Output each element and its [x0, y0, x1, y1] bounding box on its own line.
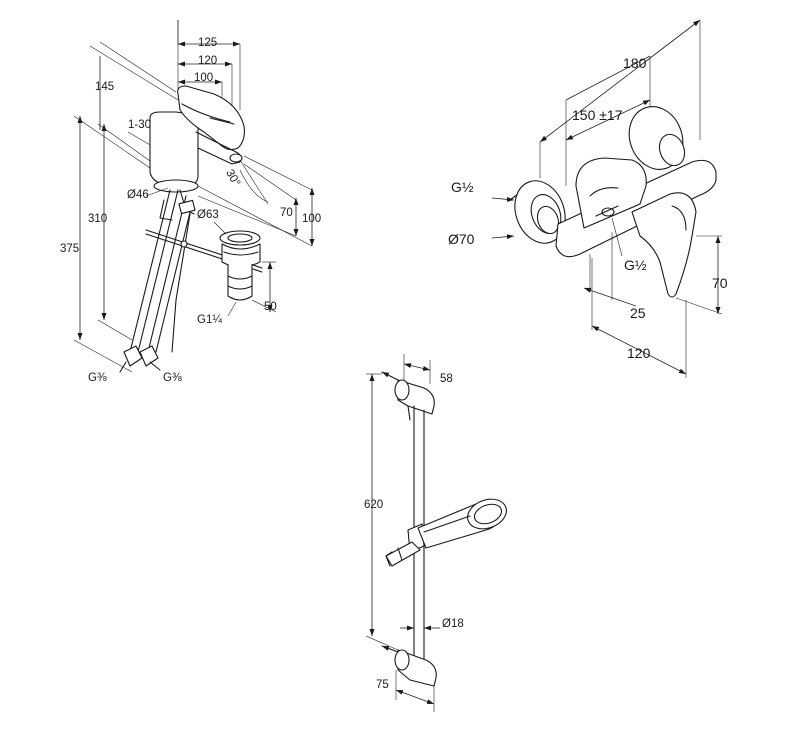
shower-right-rosette: [628, 106, 686, 170]
dim-46: Ø46: [127, 189, 149, 201]
dim-70-diameter: Ø70: [448, 231, 475, 247]
basin-mixer-body: [149, 85, 245, 215]
dim-58: 58: [440, 373, 453, 385]
dim-100-right: 100: [302, 213, 321, 225]
dim-620: 620: [364, 499, 383, 511]
thread-g1-2-outlet: G½: [624, 257, 647, 273]
basin-vertical-dimensions: [73, 115, 161, 373]
dim-63: Ø63: [197, 209, 219, 221]
dim-120-shower: 120: [627, 345, 651, 361]
rail-handshower: [385, 498, 507, 567]
dim-18-diameter: Ø18: [442, 618, 464, 630]
dim-310: 310: [88, 213, 107, 225]
rail-bottom-bracket: [381, 645, 437, 687]
dim-1-30-leader: [127, 131, 153, 147]
shower-mixer-body: [555, 157, 717, 298]
dim-30-deg: 30°: [223, 168, 242, 189]
dim-25: 25: [630, 305, 646, 321]
dim-70-handle: 70: [712, 275, 728, 291]
hose-connectors: [119, 345, 161, 373]
basin-supply-hoses: [129, 189, 196, 353]
basin-top-dimensions: [177, 20, 241, 110]
dim-75: 75: [376, 679, 389, 691]
dim-150-17: 150 ±17: [572, 107, 623, 123]
dim-120: 120: [198, 55, 217, 67]
shower-mixer-top-dimensions: [539, 19, 701, 186]
basin-mixer-drawing: 125 120 100 145 1-30 310 375: [60, 20, 321, 384]
waste-fitting: [219, 230, 261, 301]
dim-375: 375: [60, 243, 79, 255]
rail-top-bracket: [381, 371, 435, 421]
dim-100: 100: [194, 72, 213, 84]
dim-125: 125: [198, 37, 217, 49]
thread-g1-1-4: G1¼: [197, 314, 222, 326]
thread-g3-8-right: G⅜: [163, 372, 182, 384]
shower-rail-drawing: 58 620: [364, 354, 507, 712]
dim-145: 145: [95, 81, 114, 93]
dim-70: 70: [280, 207, 293, 219]
shower-left-rosette: [509, 180, 566, 244]
thread-g3-8-left: G⅜: [88, 372, 107, 384]
thread-g1-2-left: G½: [451, 179, 474, 195]
dim-1-30: 1-30: [128, 119, 151, 131]
dim-180: 180: [623, 55, 647, 71]
dim-50: 50: [264, 301, 277, 313]
shower-mixer-drawing: 180 150 ±17 G½ Ø70: [448, 19, 728, 378]
basin-right-dimensions: [197, 155, 315, 247]
dim-145-lines: [89, 41, 179, 130]
